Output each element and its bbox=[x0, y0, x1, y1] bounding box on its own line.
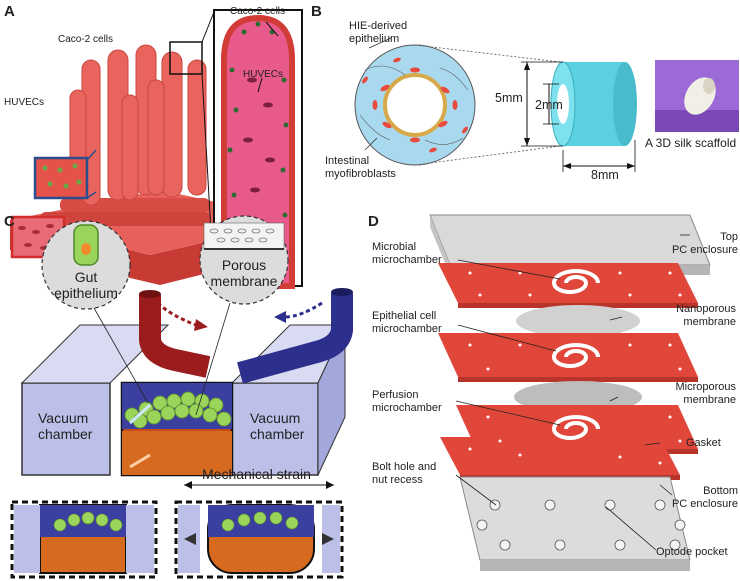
label-myofibroblasts: Intestinal myofibroblasts bbox=[325, 155, 396, 180]
label-top-pc: Top PC enclosure bbox=[671, 231, 738, 256]
label-epithelial: Epithelial cell microchamber bbox=[372, 310, 442, 335]
panel-c: C bbox=[0, 205, 360, 581]
label-vacuum-left: Vacuum chamber bbox=[38, 410, 93, 442]
label-porous-membrane: Porous membrane bbox=[210, 257, 278, 289]
label-caco2-left: Caco-2 cells bbox=[58, 34, 114, 45]
label-optode: Optode pocket bbox=[656, 546, 728, 558]
label-gasket: Gasket bbox=[686, 437, 721, 449]
label-huvecs-right: HUVECs bbox=[243, 69, 284, 80]
label-silk-scaffold: A 3D silk scaffold bbox=[645, 136, 737, 150]
panel-d-letter: D bbox=[368, 213, 379, 230]
label-mechanical-strain: Mechanical strain bbox=[202, 466, 311, 482]
label-caco2-right: Caco-2 cells bbox=[230, 6, 286, 17]
label-vacuum-right: Vacuum chamber bbox=[250, 410, 305, 442]
label-dim-8mm: 8mm bbox=[591, 168, 619, 182]
panel-b: B bbox=[305, 0, 740, 200]
device-exploded-view bbox=[429, 214, 711, 571]
gut-chip-illustration bbox=[10, 215, 353, 579]
label-dim-5mm: 5mm bbox=[495, 91, 523, 105]
label-microbial: Microbial microchamber bbox=[372, 241, 442, 266]
panel-a-letter: A bbox=[4, 3, 15, 20]
label-bolt-hole: Bolt hole and nut recess bbox=[372, 461, 437, 486]
label-perfusion: Perfusion microchamber bbox=[372, 389, 442, 414]
label-bottom-pc: Bottom PC enclosure bbox=[671, 485, 738, 510]
panel-d: D bbox=[360, 205, 740, 581]
panel-c-letter: C bbox=[4, 213, 15, 230]
label-nanoporous: Nanoporous membrane bbox=[676, 303, 736, 328]
label-dim-2mm: 2mm bbox=[535, 98, 563, 112]
label-gut-epithelium: Gut epithelium bbox=[54, 269, 118, 301]
label-huvecs-left: HUVECs bbox=[4, 97, 45, 108]
silk-scaffold-illustration bbox=[354, 37, 739, 172]
label-microporous: Microporous membrane bbox=[675, 381, 736, 406]
label-hie-epithelium: HIE-derived epithelium bbox=[349, 20, 408, 45]
panel-b-letter: B bbox=[311, 3, 322, 20]
